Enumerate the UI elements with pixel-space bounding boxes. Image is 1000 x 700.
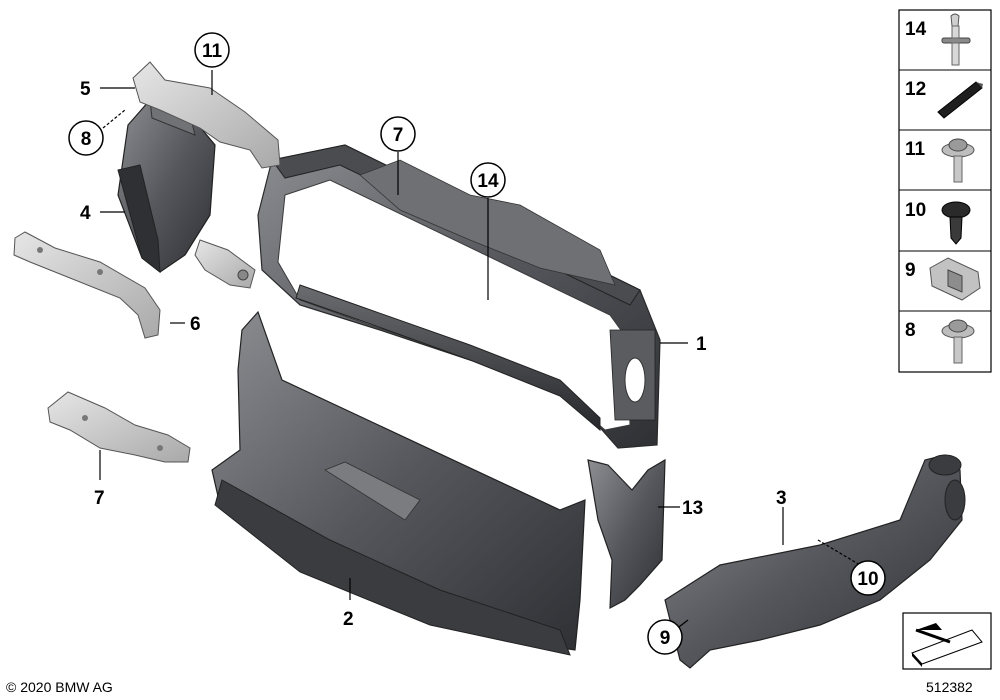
legend-row-9: 9 [905,257,981,301]
bolt-icon [941,13,971,66]
circle-7 [380,116,416,152]
callout-10: 10 [857,569,878,590]
screw-icon [941,138,975,183]
callout-14: 14 [477,171,499,192]
callout-11: 11 [202,41,223,62]
side-deflector-part [587,458,666,610]
callout-2: 2 [343,609,354,630]
circle-9 [647,619,683,655]
radiator-frame-part [257,144,661,449]
legend-label-9: 9 [905,260,916,281]
legend-label-14: 14 [905,19,927,40]
callout-labels: 1 2 3 4 5 6 7 13 [80,79,787,630]
legend-row-8: 8 [905,319,975,364]
orientation-icon [902,612,992,670]
lower-bracket-part [47,391,191,463]
screw-icon [941,319,975,364]
diagram-id: 512382 [926,679,973,695]
circle-10 [850,560,886,596]
parts-legend: 14 12 11 10 [898,9,992,373]
upper-bracket-part [132,61,281,289]
callout-6: 6 [190,314,201,335]
legend-label-12: 12 [905,79,926,100]
callout-7-upper: 7 [393,125,404,146]
circle-11 [194,32,230,68]
callout-13: 13 [682,498,703,519]
callout-5: 5 [80,79,91,100]
circled-callouts: 11 8 7 14 10 9 [68,32,886,655]
legend-row-14: 14 [905,13,971,66]
callout-1: 1 [696,334,707,355]
legend-row-11: 11 [905,138,975,183]
legend-label-8: 8 [905,320,916,341]
callout-4: 4 [80,203,91,224]
callout-8: 8 [81,129,92,150]
circle-8 [68,120,104,156]
clip-nut-icon [929,257,981,301]
circle-14 [470,162,506,198]
lower-air-duct-part [211,310,586,656]
legend-label-11: 11 [905,139,926,160]
legend-label-10: 10 [905,200,926,221]
callout-9: 9 [660,628,671,649]
leader-lines [99,70,861,631]
legend-row-10: 10 [905,200,971,245]
legend-frame [898,9,992,373]
air-intake-duct-part [664,454,966,669]
seal-strip-icon [937,81,983,119]
left-bracket-part [13,231,161,339]
callout-7-lower: 7 [94,488,105,509]
callout-3: 3 [776,488,787,509]
expanding-rivet-icon [941,201,971,245]
copyright-text: © 2020 BMW AG [6,679,113,695]
legend-row-12: 12 [905,79,983,119]
